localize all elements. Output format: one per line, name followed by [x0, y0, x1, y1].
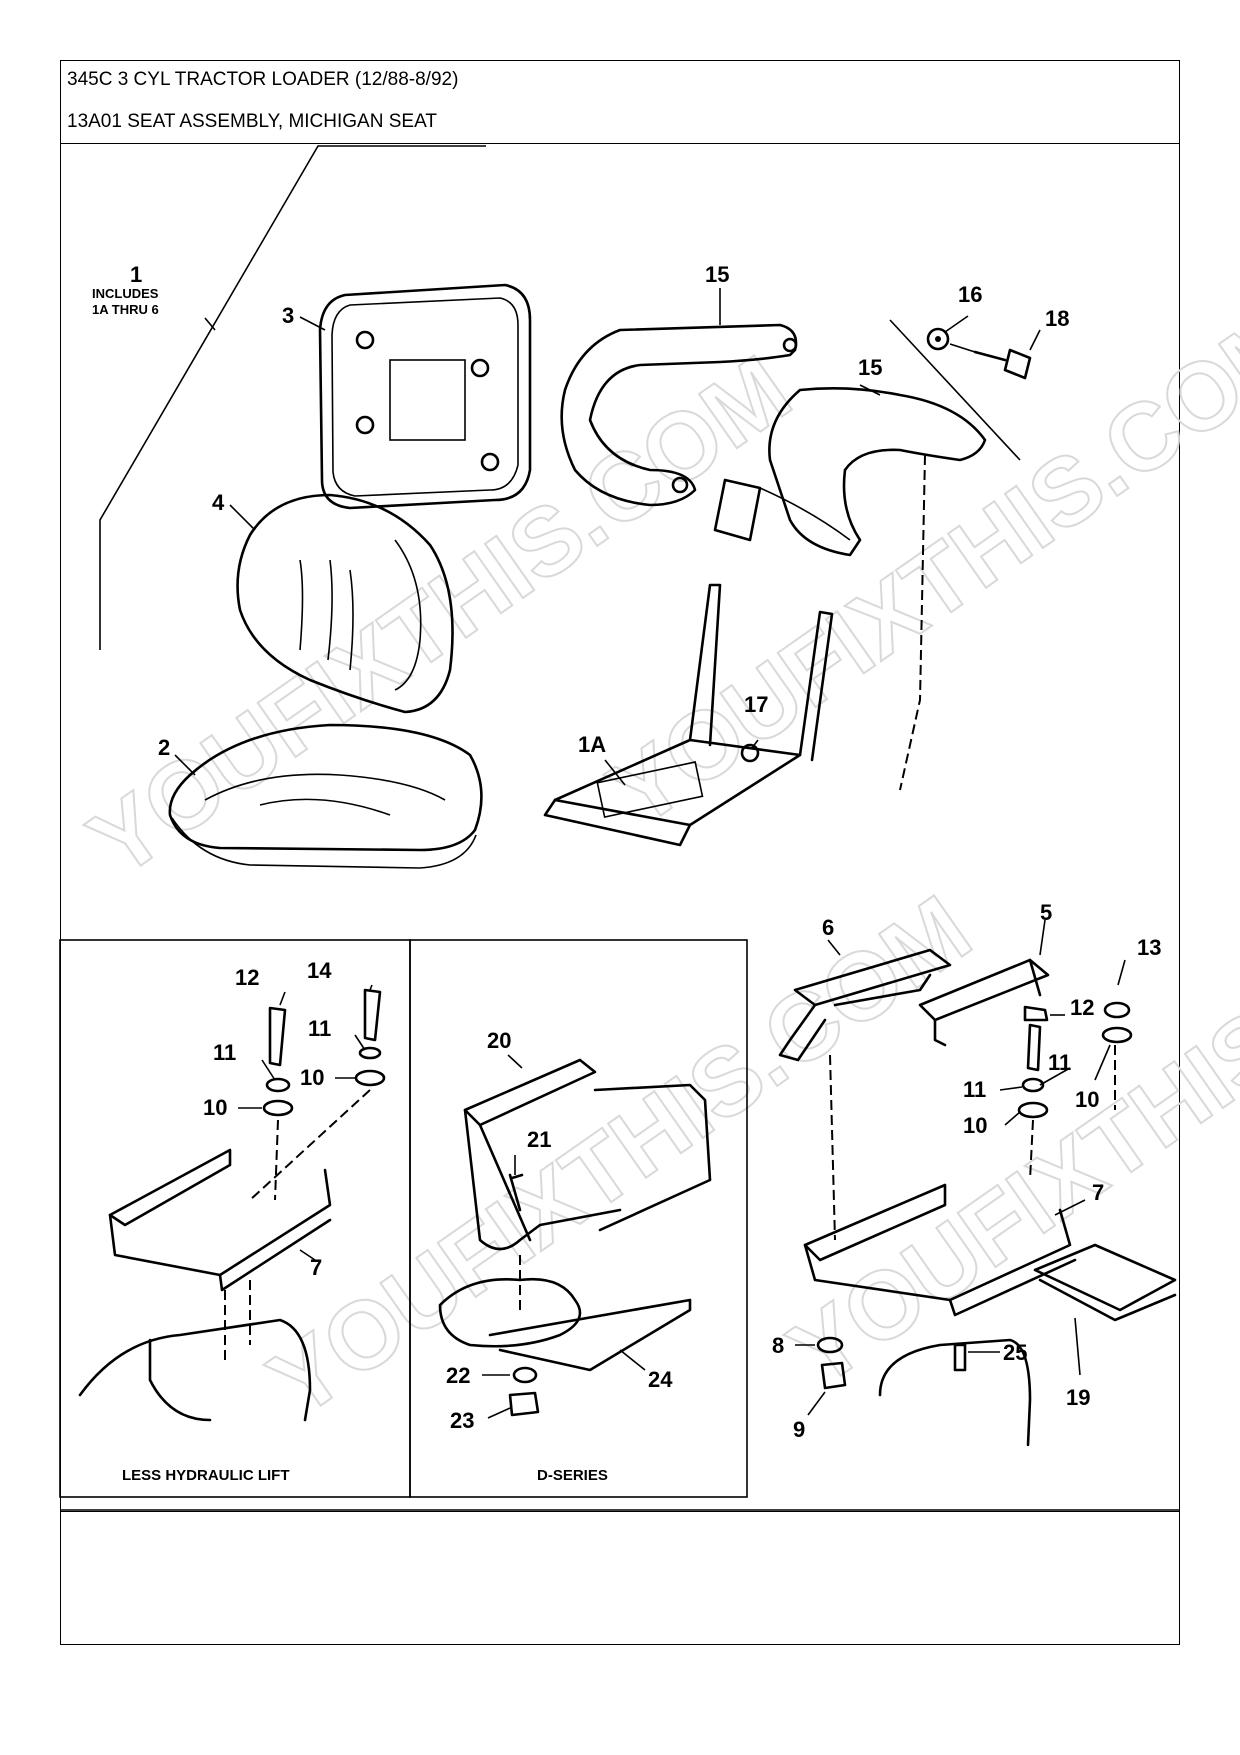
caption-d-series: D-SERIES — [537, 1467, 608, 1484]
callout-13: 13 — [1137, 935, 1161, 960]
part-4-seat-back-pad — [236, 493, 454, 714]
callout-1: 1 — [130, 262, 142, 287]
callout-8: 8 — [772, 1333, 784, 1358]
inset-d-series — [409, 939, 748, 1498]
callout-7-left: 7 — [310, 1255, 322, 1280]
callout-10-right-b: 10 — [1075, 1087, 1099, 1112]
watermark-text: YOUFIXTHIS.COM — [771, 845, 1240, 1407]
part-2-seat-cushion — [168, 723, 483, 869]
panel-right-hardware — [778, 948, 1177, 1447]
callout-7-right: 7 — [1092, 1180, 1104, 1205]
callout-15-upper: 15 — [705, 262, 729, 287]
callout-12-left: 12 — [235, 965, 259, 990]
callout-5: 5 — [1040, 900, 1052, 925]
callout-11-left-a: 11 — [213, 1040, 236, 1065]
callout-15-lower: 15 — [858, 355, 882, 380]
callout-4: 4 — [212, 490, 225, 515]
callout-16: 16 — [958, 282, 982, 307]
callout-3: 3 — [282, 303, 294, 328]
caption-less-hydraulic-lift: LESS HYDRAULIC LIFT — [122, 1467, 290, 1484]
callout-6: 6 — [822, 915, 834, 940]
part-18-bolt — [949, 343, 1032, 380]
footer-box — [61, 1511, 1179, 1646]
part-1A-seat-frame — [543, 583, 834, 847]
part-3-seat-back — [318, 283, 532, 510]
callout-10-right-a: 10 — [963, 1113, 987, 1138]
callout-17: 17 — [744, 692, 768, 717]
page-header: 345C 3 CYL TRACTOR LOADER (12/88-8/92) 1… — [61, 61, 1179, 144]
callout-20: 20 — [487, 1028, 511, 1053]
callout-14: 14 — [307, 958, 332, 983]
belt-attach-line — [899, 454, 926, 791]
part-1-bracket — [99, 145, 486, 650]
callout-12-right: 12 — [1070, 995, 1094, 1020]
inset-less-hydraulic-lift — [59, 939, 411, 1498]
section-title: 13A01 SEAT ASSEMBLY, MICHIGAN SEAT — [67, 111, 437, 132]
model-title: 345C 3 CYL TRACTOR LOADER (12/88-8/92) — [67, 69, 459, 90]
parts-sheet: 345C 3 CYL TRACTOR LOADER (12/88-8/92) 1… — [60, 60, 1180, 1645]
callout-10-left-b: 10 — [300, 1065, 324, 1090]
callout-11-left-b: 11 — [308, 1016, 331, 1041]
callout-23: 23 — [450, 1408, 474, 1433]
callout-9: 9 — [793, 1417, 805, 1442]
part-16-washer — [926, 327, 950, 351]
callout-21: 21 — [527, 1127, 551, 1152]
callout-11-right-a: 11 — [1048, 1050, 1071, 1075]
callout-25: 25 — [1003, 1340, 1027, 1365]
callout-2: 2 — [158, 735, 170, 760]
leader-lines — [174, 288, 1126, 1419]
callout-1-note-line1: INCLUDES — [92, 286, 159, 301]
callout-11-right-b: 11 — [963, 1077, 986, 1102]
callout-1-note-line2: 1A THRU 6 — [92, 302, 159, 317]
callout-18: 18 — [1045, 306, 1069, 331]
callout-10-left-a: 10 — [203, 1095, 227, 1120]
part-15-seat-belt-b — [713, 387, 987, 557]
callout-24: 24 — [648, 1367, 673, 1392]
part-17-nut — [740, 743, 760, 763]
part-15-seat-belt-a — [560, 323, 798, 507]
panel-middle-hardware — [438, 1058, 712, 1417]
panel-left-hardware — [78, 988, 386, 1422]
callout-labels: 1 INCLUDES 1A THRU 6 3 4 2 1A 17 15 15 1… — [92, 262, 1161, 1484]
callout-1A: 1A — [578, 732, 606, 757]
belt-mount-guide — [889, 319, 1021, 461]
callout-22: 22 — [446, 1363, 470, 1388]
callout-19: 19 — [1066, 1385, 1090, 1410]
